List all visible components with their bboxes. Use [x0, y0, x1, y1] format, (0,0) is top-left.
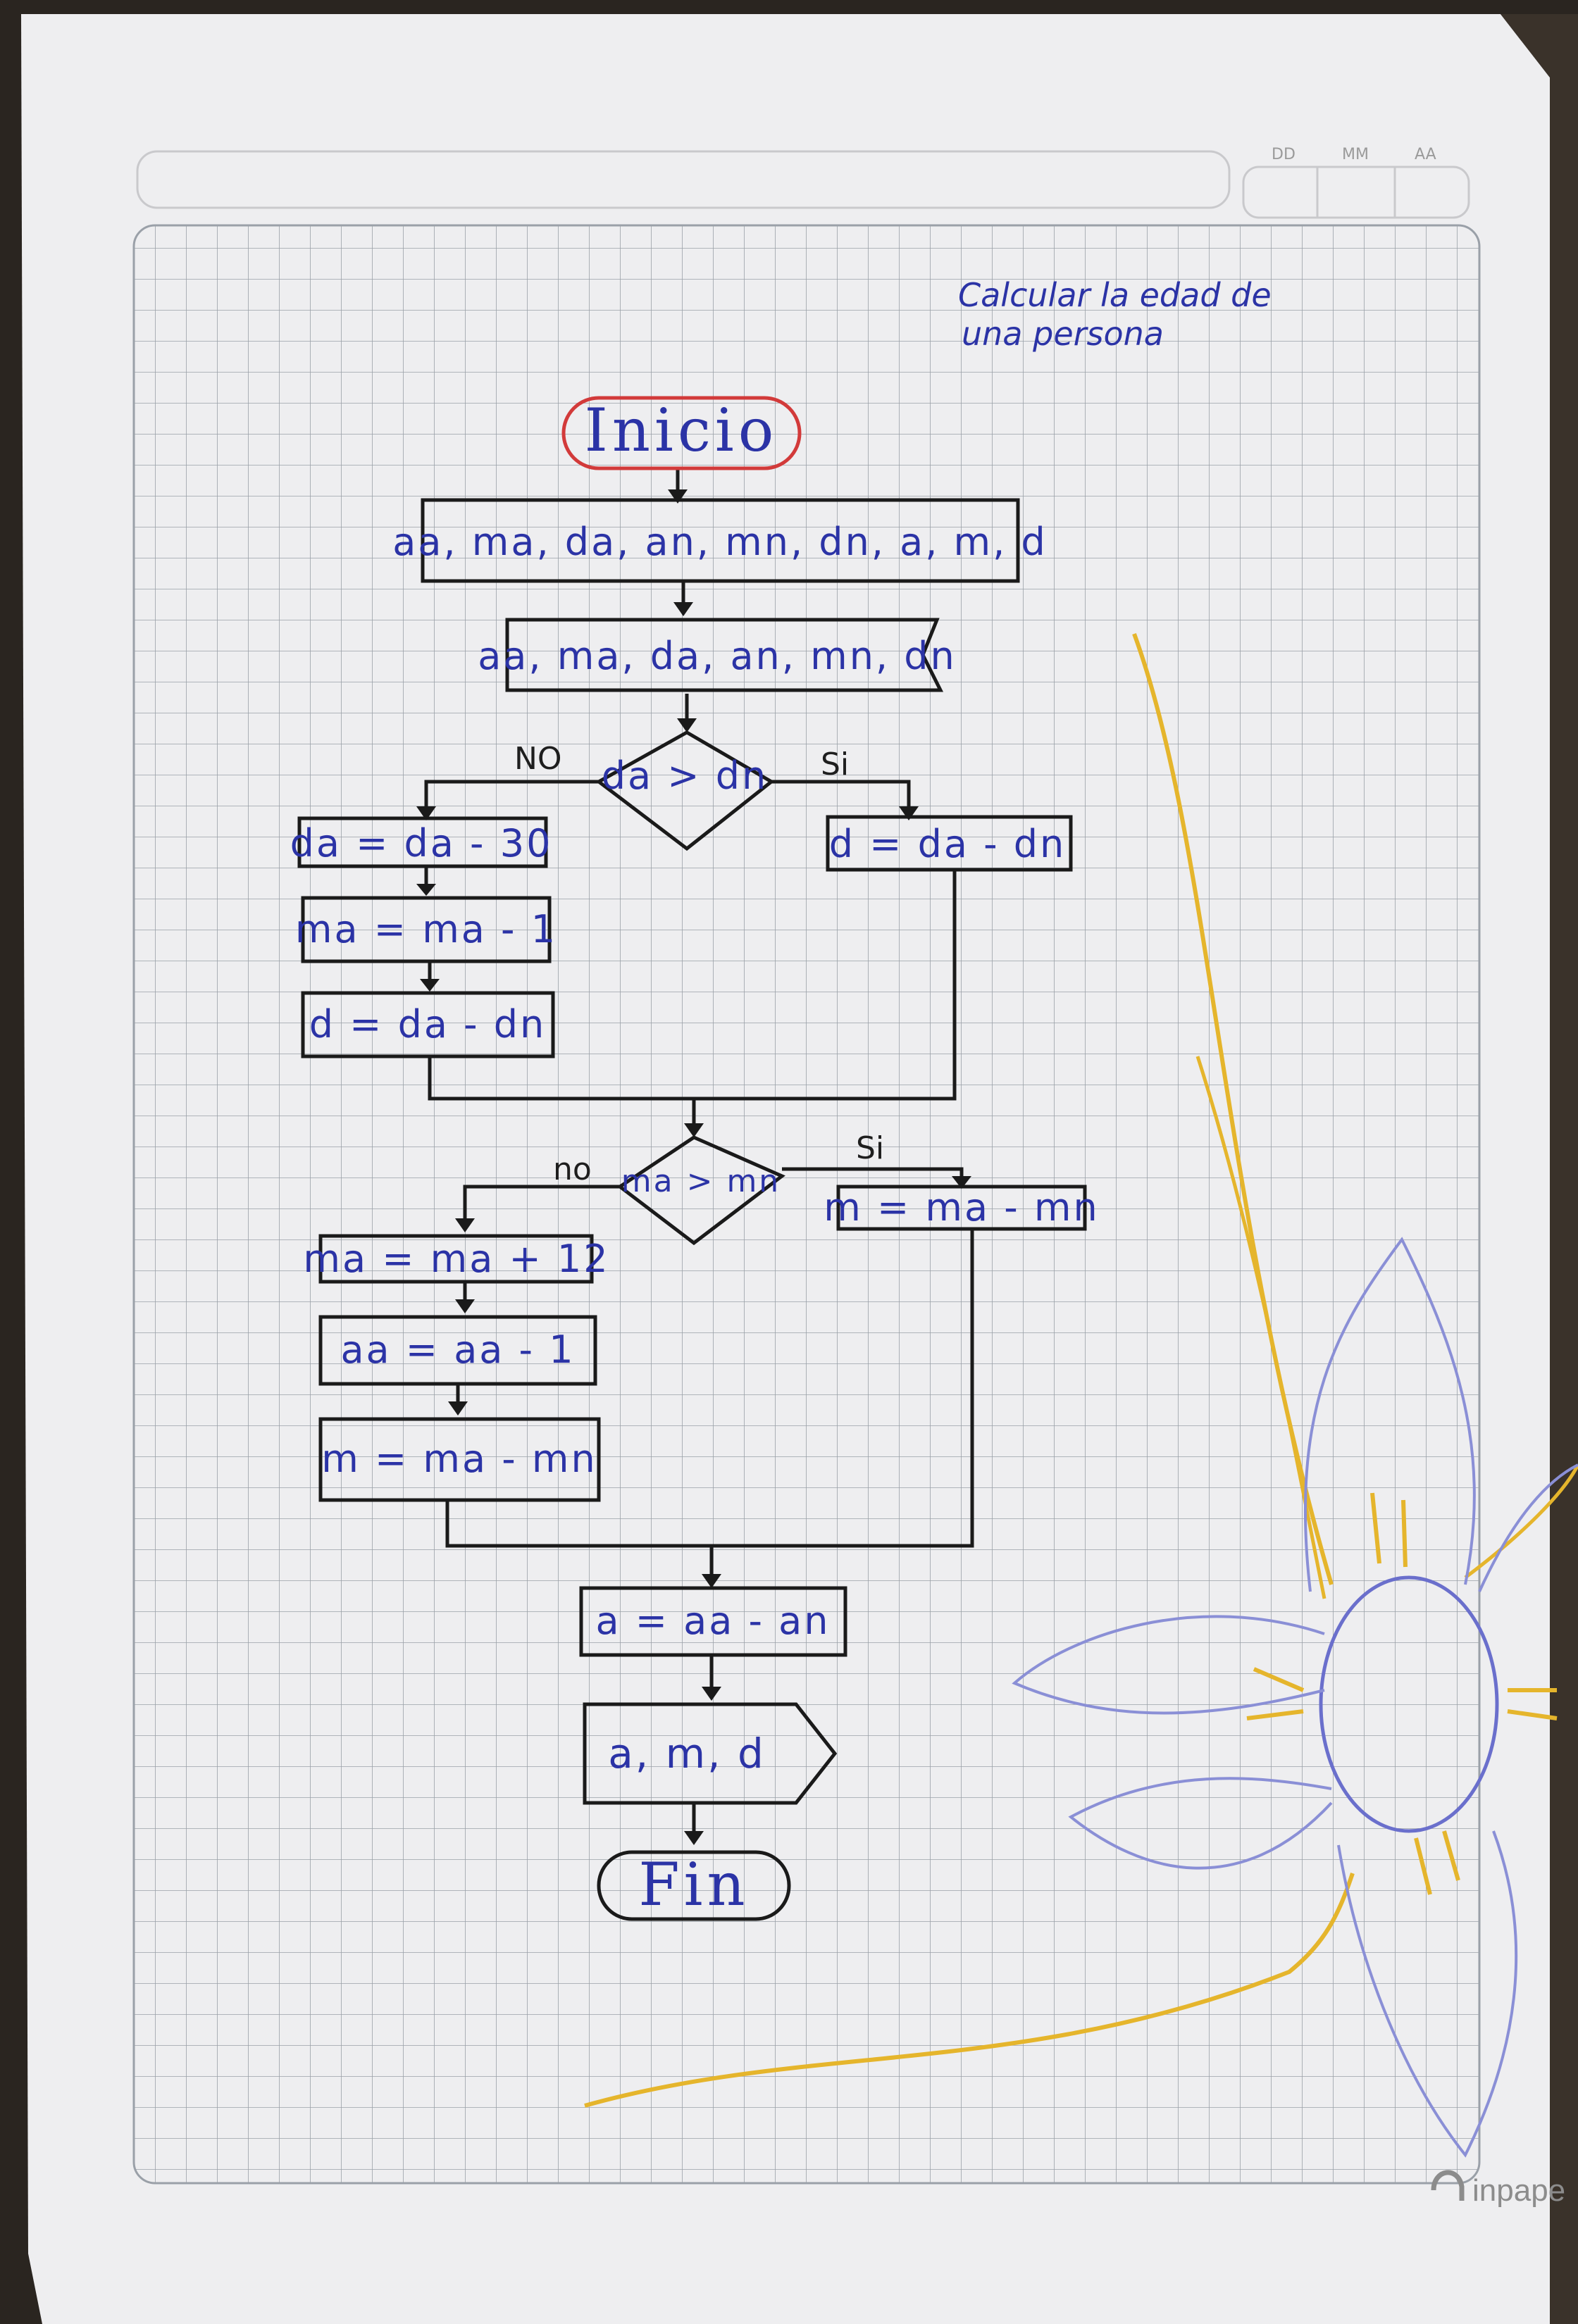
flowchart: Inicio aa, ma, da, an, mn, dn, a, m, d a…	[290, 396, 1100, 1921]
start-terminal: Inicio	[561, 396, 802, 470]
no2-step1-process: ma = ma + 12	[303, 1234, 609, 1284]
no2-step2-process: aa = aa - 1	[318, 1315, 597, 1386]
decision-month-yes-label: Si	[856, 1130, 884, 1166]
end-terminal: Fin	[597, 1850, 791, 1921]
paper-shadow	[1501, 14, 1578, 2324]
header-month-label: MM	[1342, 146, 1369, 163]
decision-month-label: ma > mn	[621, 1163, 781, 1199]
decision-day-no-label: NO	[514, 741, 562, 777]
no2-step2-label: aa = aa - 1	[340, 1327, 575, 1372]
no1-step1-label: da = da - 30	[290, 821, 553, 866]
input-node: aa, ma, da, an, mn, dn	[478, 618, 957, 692]
yes1-process: d = da - dn	[826, 815, 1073, 872]
decision-month-no-label: no	[553, 1151, 592, 1187]
no2-step3-process: m = ma - mn	[318, 1417, 601, 1502]
declare-process: aa, ma, da, an, mn, dn, a, m, d	[392, 498, 1048, 583]
note-line-2: una persona	[962, 315, 1164, 353]
decision-month: ma > mn	[616, 1135, 785, 1246]
no1-step3-process: d = da - dn	[301, 991, 555, 1058]
no2-step3-label: m = ma - mn	[321, 1437, 597, 1481]
yes2-label: m = ma - mn	[824, 1185, 1100, 1230]
no1-step3-label: d = da - dn	[309, 1002, 547, 1047]
end-label: Fin	[638, 1850, 749, 1919]
compute-years-label: a = aa - an	[596, 1599, 831, 1643]
brand-logo: inpape	[1431, 2170, 1565, 2208]
grid-area	[132, 224, 1481, 2185]
output-display: a, m, d	[583, 1702, 838, 1805]
date-field	[1242, 165, 1470, 219]
output-label: a, m, d	[608, 1730, 766, 1778]
decision-day-yes-label: Si	[821, 746, 849, 782]
decision-day: da > dn	[595, 730, 775, 851]
compute-years-process: a = aa - an	[579, 1586, 847, 1657]
header-field	[136, 150, 1231, 209]
flow-connectors	[416, 468, 974, 1845]
yes2-process: m = ma - mn	[824, 1185, 1100, 1231]
start-label: Inicio	[585, 396, 778, 465]
no2-step1-label: ma = ma + 12	[303, 1237, 609, 1281]
flower-drawing	[584, 632, 1578, 2158]
declare-label: aa, ma, da, an, mn, dn, a, m, d	[392, 520, 1048, 564]
header-day-label: DD	[1272, 146, 1296, 163]
yes1-label: d = da - dn	[829, 822, 1067, 866]
input-label: aa, ma, da, an, mn, dn	[478, 634, 957, 678]
no1-step2-label: ma = ma - 1	[295, 907, 557, 951]
header-year-label: AA	[1415, 146, 1436, 163]
note-line-1: Calcular la edad de	[958, 276, 1272, 314]
no1-step1-process: da = da - 30	[290, 816, 553, 868]
brand-label: inpape	[1472, 2173, 1565, 2208]
decision-day-label: da > dn	[602, 754, 768, 798]
no1-step2-process: ma = ma - 1	[295, 896, 557, 963]
